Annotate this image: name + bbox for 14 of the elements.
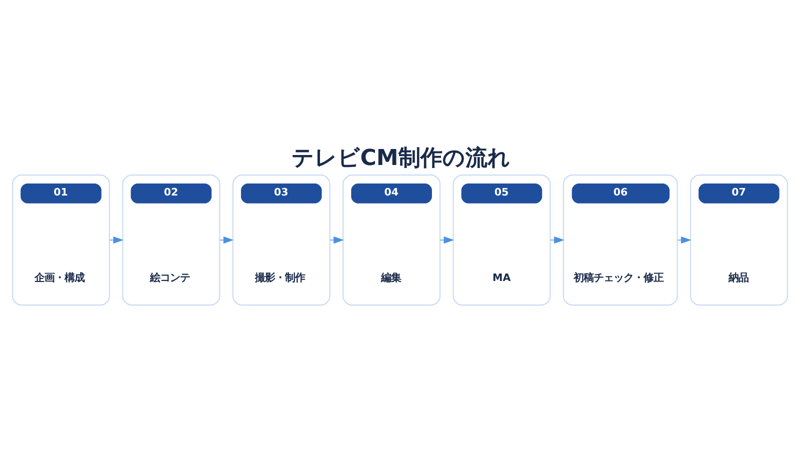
- arrow: [109, 236, 124, 244]
- arrow: [440, 236, 454, 244]
- node-box: 04 編集: [342, 174, 441, 306]
- node-box: 02 絵コンテ: [122, 174, 220, 306]
- arrow: [330, 236, 344, 244]
- arrow: [677, 236, 692, 244]
- arrow: [550, 236, 564, 244]
- node-box: 01 企画・構成: [12, 174, 110, 306]
- node-box: 03 撮影・制作: [232, 174, 330, 306]
- node-box: 05 MA: [452, 174, 551, 306]
- arrow: [220, 236, 234, 244]
- diagram-title: テレビCM制作の流れ: [291, 146, 510, 171]
- node-box: 07 納品: [690, 174, 788, 306]
- node-box: 06 初稿チェック・修正: [562, 174, 678, 306]
